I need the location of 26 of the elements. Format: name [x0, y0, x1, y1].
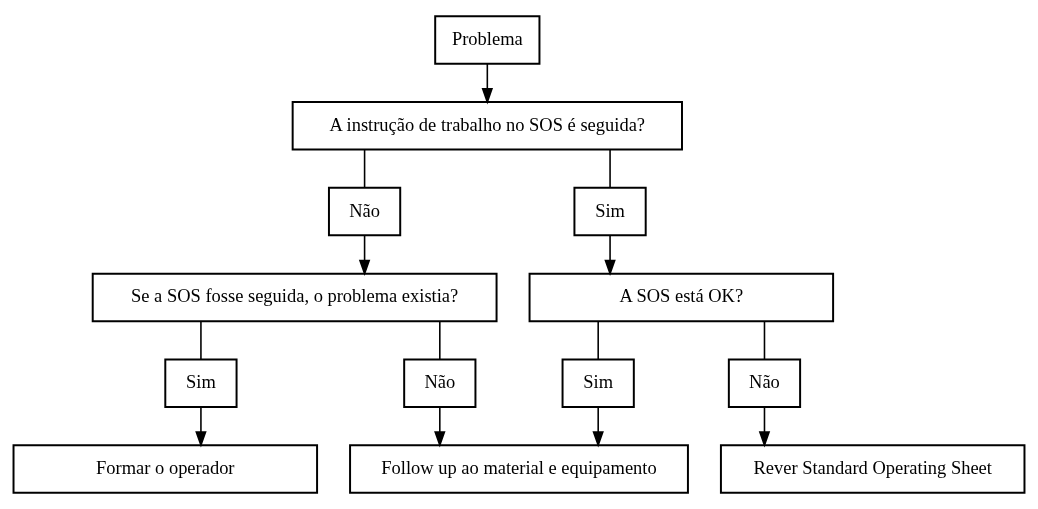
node-box: Follow up ao material e equipamento — [349, 444, 689, 494]
connector — [763, 320, 766, 361]
arrow — [195, 406, 207, 448]
connector — [363, 148, 366, 189]
node-box: Sim — [573, 186, 647, 237]
arrow — [358, 234, 371, 276]
arrow — [592, 406, 604, 448]
node-box: Se a SOS fosse seguida, o problema existia? — [91, 272, 498, 323]
node-box: A SOS está OK? — [528, 272, 835, 323]
connector — [597, 320, 599, 361]
node-box: Não — [403, 358, 477, 408]
node-box: Problema — [434, 15, 541, 65]
connector — [609, 148, 611, 189]
node-box: Não — [327, 186, 402, 237]
connector — [200, 320, 202, 361]
arrow — [434, 406, 446, 448]
connector — [439, 320, 441, 361]
node-box: Não — [727, 358, 802, 408]
arrow — [481, 63, 494, 105]
arrow — [604, 234, 616, 276]
node-box: Formar o operador — [12, 444, 319, 494]
node-box: Sim — [561, 358, 635, 408]
node-box: A instrução de trabalho no SOS é seguida? — [291, 101, 683, 151]
node-box: Sim — [164, 358, 238, 408]
arrow — [758, 406, 771, 448]
node-box: Rever Standard Operating Sheet — [719, 444, 1026, 494]
